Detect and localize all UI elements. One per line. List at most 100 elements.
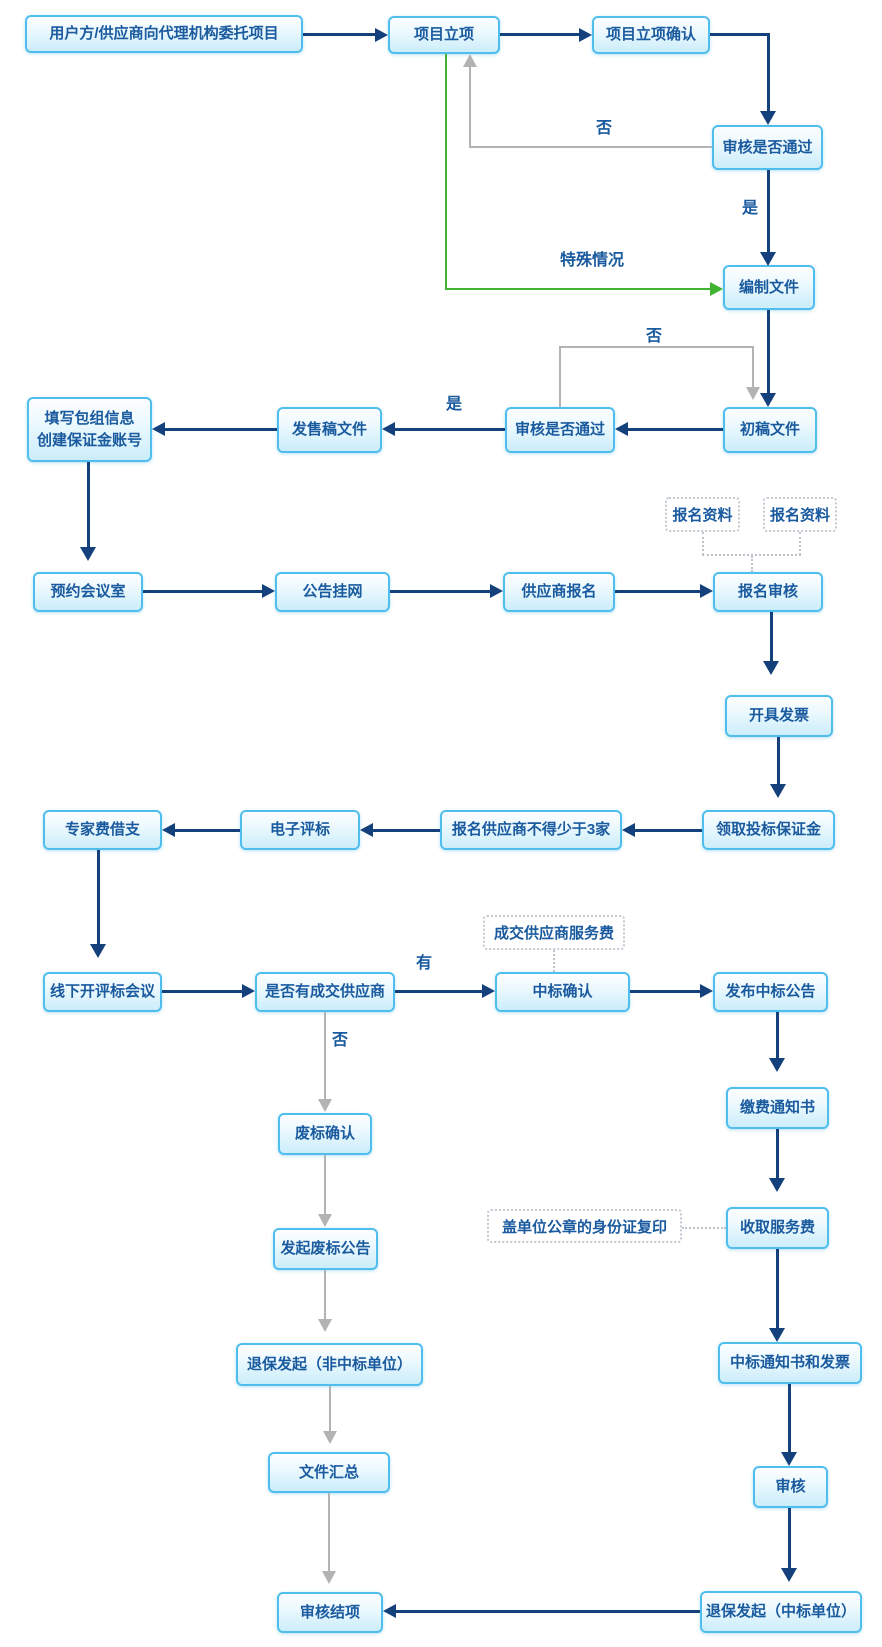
flow-node-review-final: 审核: [753, 1466, 828, 1508]
flow-node-award-confirm: 中标确认: [495, 972, 630, 1012]
edge-line: [395, 428, 505, 431]
arrowhead-down: [769, 1058, 785, 1072]
flow-node-has-deal-supplier: 是否有成交供应商: [255, 972, 395, 1012]
flow-node-label: 报名审核: [737, 583, 798, 601]
flow-node-expert-fee-advance: 专家费借支: [43, 810, 162, 850]
flow-node-label: 审核是否通过: [514, 421, 605, 439]
flow-node-review-pass-2: 审核是否通过: [505, 407, 615, 453]
arrowhead-right: [700, 584, 713, 598]
flow-node-review-close: 审核结项: [277, 1592, 383, 1633]
flow-node-e-evaluation: 电子评标: [240, 810, 360, 850]
flow-node-publish-award-notice: 发布中标公告: [713, 972, 828, 1012]
edge-line: [97, 850, 100, 944]
edge-line-reject: [324, 1012, 326, 1099]
note-deal-supplier-fee: 成交供应商服务费: [483, 915, 625, 950]
flow-node-offline-bid-meeting: 线下开评标会议: [43, 972, 162, 1012]
flow-node-failed-bid-confirm: 废标确认: [278, 1113, 372, 1155]
flow-node-supplier-signup: 供应商报名: [503, 572, 615, 612]
flow-node-label: 是否有成交供应商: [264, 983, 385, 1001]
edge-line: [303, 33, 375, 36]
edge-line-reject: [752, 346, 754, 387]
flow-node-label: 发起废标公告: [280, 1240, 371, 1258]
arrowhead-left: [152, 422, 165, 436]
flow-node-label: 开具发票: [748, 707, 809, 725]
note-signup-material-2: 报名资料: [763, 497, 837, 532]
flow-node-min-three-suppliers: 报名供应商不得少于3家: [440, 810, 622, 850]
arrowhead-down: [746, 387, 760, 400]
flow-node-label: 中标确认: [532, 983, 593, 1001]
edge-line-reject: [329, 1386, 331, 1431]
arrowhead-down: [760, 393, 776, 407]
edge-line: [788, 1384, 791, 1452]
edge-label-yes-2: 是: [446, 396, 463, 413]
flow-node-label: 审核结项: [299, 1603, 360, 1621]
flow-node-label: 电子评标: [269, 821, 330, 839]
edge-line-reject: [324, 1270, 326, 1319]
flow-node-label: 专家费借支: [64, 821, 140, 839]
arrowhead-left: [383, 1604, 396, 1618]
note-connector: [553, 950, 555, 972]
edge-line: [500, 33, 579, 36]
arrowhead-left: [622, 823, 635, 837]
edge-line: [710, 33, 770, 36]
flow-node-label: 审核: [775, 1478, 806, 1496]
note-id-copy-sealed: 盖单位公章的身份证复印: [487, 1209, 682, 1243]
flow-node-book-meeting-room: 预约会议室: [33, 572, 143, 612]
arrowhead-down: [760, 252, 776, 266]
flow-node-label: 项目立项确认: [605, 26, 696, 44]
edge-line: [390, 590, 490, 593]
flow-node-label: 公告挂网: [302, 583, 363, 601]
arrowhead-right: [700, 984, 713, 998]
flow-node-label: 审核是否通过: [722, 138, 813, 156]
arrowhead-down: [770, 784, 786, 798]
edge-line: [143, 590, 262, 593]
edge-line: [87, 462, 90, 547]
flow-node-refund-winner: 退保发起（中标单位）: [700, 1591, 862, 1633]
edge-line: [162, 990, 242, 993]
flow-node-entrust: 用户方/供应商向代理机构委托项目: [25, 15, 303, 53]
edge-line: [776, 1249, 779, 1328]
flow-node-label: 废标确认: [294, 1125, 355, 1143]
flow-node-label: 用户方/供应商向代理机构委托项目: [49, 25, 279, 43]
flow-node-label: 填写包组信息 创建保证金账号: [36, 409, 142, 449]
note-connector: [702, 532, 704, 555]
arrowhead-up: [463, 54, 477, 67]
flow-node-payment-notice: 缴费通知书: [726, 1087, 829, 1129]
edge-label-special-case: 特殊情况: [560, 252, 625, 269]
flow-node-publish-notice: 公告挂网: [275, 572, 390, 612]
edge-line: [165, 428, 277, 431]
flow-node-collect-bid-deposit: 领取投标保证金: [702, 810, 835, 850]
edge-label-have: 有: [416, 955, 433, 972]
edge-label-no-2: 否: [646, 328, 663, 345]
note-label: 报名资料: [672, 507, 733, 524]
edge-line: [395, 990, 482, 993]
flow-node-label: 中标通知书和发票: [729, 1354, 850, 1372]
arrowhead-down: [80, 547, 96, 561]
flow-node-signup-review: 报名审核: [713, 572, 823, 612]
flow-node-label: 项目立项: [413, 26, 474, 44]
arrowhead-down: [90, 944, 106, 958]
arrowhead-down: [781, 1568, 797, 1582]
arrowhead-right: [710, 282, 723, 296]
flow-node-fill-package: 填写包组信息 创建保证金账号: [27, 397, 152, 462]
flow-node-label: 发售稿文件: [291, 421, 367, 439]
flow-node-label: 退保发起（中标单位）: [705, 1603, 856, 1621]
flow-node-label: 预约会议室: [50, 583, 126, 601]
flow-node-award-notice-invoice: 中标通知书和发票: [718, 1342, 862, 1384]
flow-node-label: 报名供应商不得少于3家: [451, 821, 611, 839]
edge-line: [777, 737, 780, 784]
arrowhead-right: [242, 984, 255, 998]
flow-node-failed-bid-notice: 发起废标公告: [273, 1228, 378, 1270]
arrowhead-left: [382, 422, 395, 436]
edge-line-special-case: [445, 54, 447, 290]
note-signup-material-1: 报名资料: [665, 497, 740, 532]
edge-line-reject: [469, 67, 471, 148]
flow-node-label: 缴费通知书: [739, 1099, 815, 1117]
arrowhead-left: [162, 823, 175, 837]
edge-line: [767, 33, 770, 111]
arrowhead-right: [579, 28, 592, 42]
flow-node-sale-doc: 发售稿文件: [277, 407, 382, 453]
note-connector: [702, 554, 801, 556]
edge-line-reject: [559, 348, 561, 407]
arrowhead-down: [769, 1328, 785, 1342]
